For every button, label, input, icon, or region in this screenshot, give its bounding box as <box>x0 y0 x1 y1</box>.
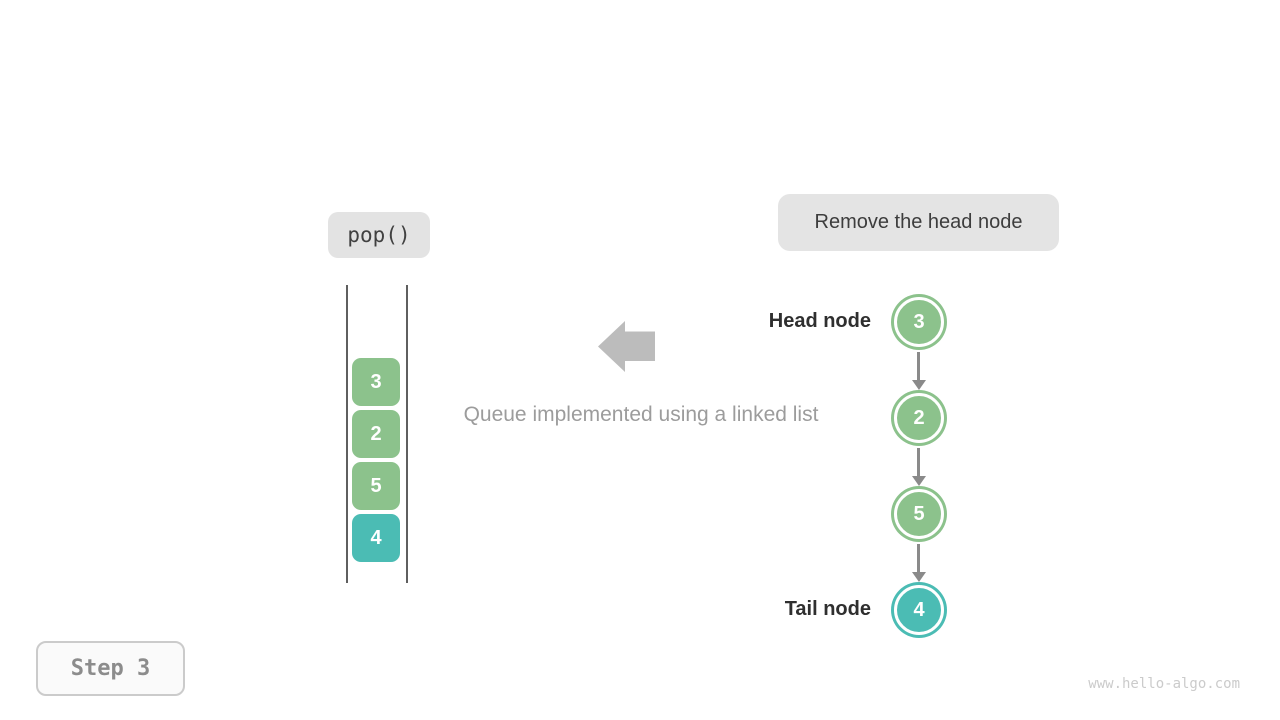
node-value: 2 <box>913 406 925 429</box>
left-arrow-icon <box>598 321 655 372</box>
watermark: www.hello-algo.com <box>1088 676 1240 692</box>
node-value: 3 <box>913 310 925 333</box>
queue-container-right-wall <box>406 285 408 583</box>
arrow-down-connector <box>911 448 926 486</box>
queue-item-value: 2 <box>370 422 382 445</box>
node-value: 4 <box>913 598 925 621</box>
linked-list-node: 5 <box>894 489 944 539</box>
queue-item-value: 3 <box>370 370 382 393</box>
head-node-label: Head node <box>768 310 871 332</box>
queue-container-left-wall <box>346 285 348 583</box>
remove-head-annotation: Remove the head node <box>778 194 1059 251</box>
queue-item: 2 <box>352 410 400 458</box>
arrow-down-connector <box>911 352 926 390</box>
queue-item: 4 <box>352 514 400 562</box>
linked-list-node: 3 <box>894 297 944 347</box>
diagram-caption: Queue implemented using a linked list <box>463 403 819 426</box>
queue-item-value: 5 <box>370 474 382 497</box>
pop-operation-label: pop() <box>328 212 430 258</box>
queue-item: 5 <box>352 462 400 510</box>
linked-list-node: 4 <box>894 585 944 635</box>
node-value: 5 <box>913 502 925 525</box>
step-badge: Step 3 <box>36 641 185 696</box>
tail-node-label: Tail node <box>784 598 871 620</box>
queue-item-value: 4 <box>370 526 382 549</box>
queue-item: 3 <box>352 358 400 406</box>
linked-list-node: 2 <box>894 393 944 443</box>
arrow-down-connector <box>911 544 926 582</box>
